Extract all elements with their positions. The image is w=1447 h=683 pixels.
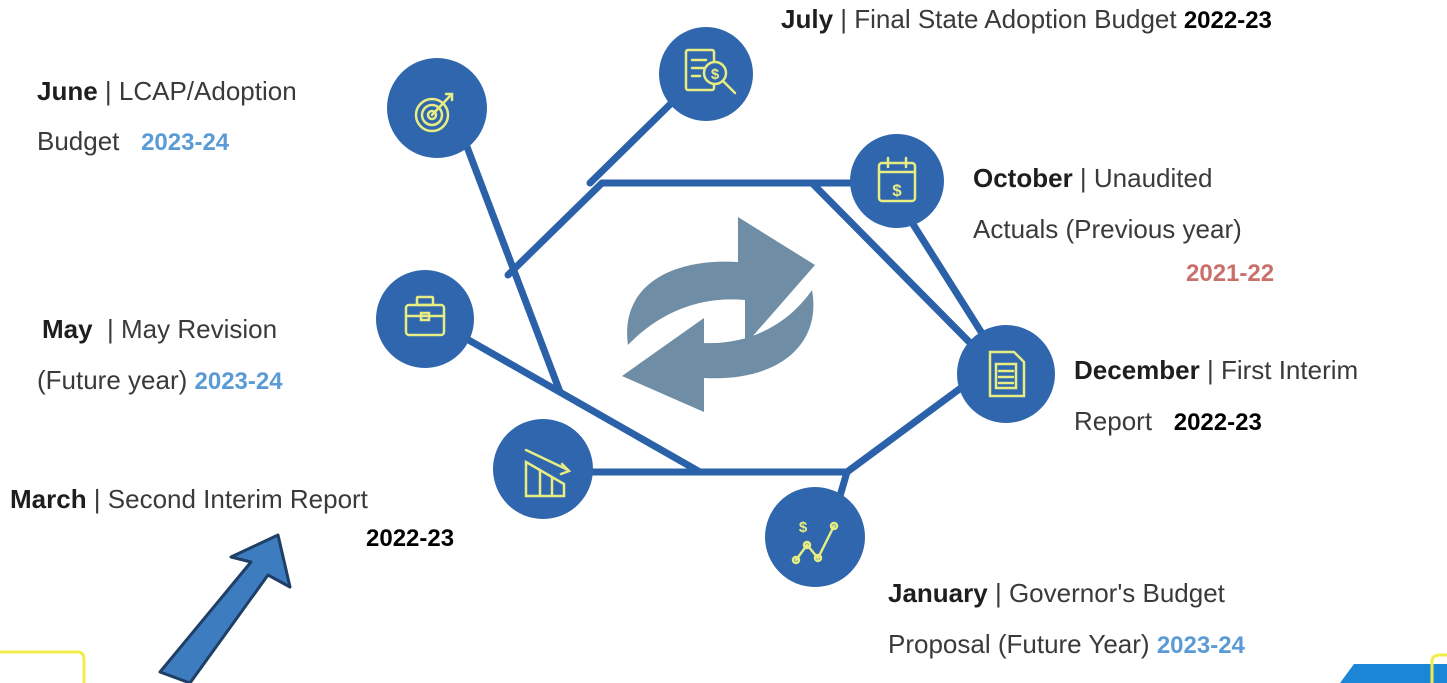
month-october: October	[973, 163, 1073, 193]
node-july: $	[659, 27, 753, 121]
year-march: 2022-23	[366, 525, 455, 553]
label-march: March | Second Interim Report 2022-23	[10, 484, 454, 554]
document-magnifier-dollar-icon	[684, 48, 737, 95]
label-october: October | Unaudited Actuals (Previous ye…	[973, 163, 1274, 289]
pointer-arrow	[158, 533, 292, 683]
year-may: 2023-24	[194, 368, 283, 396]
year-july: 2022-23	[1183, 7, 1272, 34]
desc-june: LCAP/Adoption	[118, 76, 297, 106]
node-may	[376, 270, 474, 368]
svg-text:$: $	[711, 66, 720, 83]
briefcase-icon	[404, 295, 446, 337]
svg-text:$: $	[799, 519, 808, 536]
month-december: December	[1074, 355, 1200, 385]
svg-text:$: $	[892, 181, 902, 200]
node-october: $	[850, 134, 944, 228]
desc-march: Second Interim Report	[107, 484, 368, 514]
desc-december: First Interim	[1220, 355, 1359, 385]
corner-decoration-right	[1340, 664, 1447, 683]
node-january: $	[765, 487, 865, 587]
refresh-cycle-icon	[622, 217, 815, 412]
year-october: 2021-22	[1186, 260, 1275, 288]
month-march: March	[10, 484, 87, 514]
separator: |	[97, 76, 119, 106]
declining-chart-icon	[524, 448, 572, 498]
desc-may-2: (Future year)	[37, 365, 188, 396]
label-june: June | LCAP/Adoption Budget 2023-24	[37, 76, 297, 158]
separator: |	[1199, 355, 1221, 385]
desc-june-2: Budget	[37, 126, 120, 157]
separator: |	[92, 314, 122, 344]
corner-decoration-left	[0, 650, 86, 683]
separator: |	[987, 578, 1009, 608]
node-december	[957, 325, 1055, 423]
separator: |	[1072, 163, 1094, 193]
desc-october-2: Actuals (Previous year)	[973, 214, 1242, 245]
node-june	[387, 58, 487, 158]
desc-may: May Revision	[121, 314, 278, 344]
document-lines-icon	[988, 350, 1026, 398]
month-january: January	[888, 578, 988, 608]
month-may: May	[42, 314, 93, 344]
month-june: June	[37, 76, 98, 106]
label-january: January | Governor's Budget Proposal (Fu…	[888, 578, 1245, 661]
node-march	[493, 419, 593, 519]
year-december: 2022-23	[1173, 409, 1262, 437]
separator: |	[86, 484, 108, 514]
desc-january-2: Proposal (Future Year)	[888, 629, 1150, 660]
label-may: May | May Revision (Future year) 2023-24	[37, 314, 283, 397]
year-january: 2023-24	[1156, 632, 1245, 660]
desc-december-2: Report	[1074, 406, 1153, 437]
target-dart-icon	[414, 92, 454, 133]
separator: |	[833, 4, 855, 34]
corner-decoration-right-outline	[1430, 653, 1447, 683]
label-december: December | First Interim Report 2022-23	[1074, 355, 1358, 438]
year-june: 2023-24	[141, 129, 230, 157]
calendar-dollar-icon	[877, 156, 917, 203]
dollar-trend-icon	[791, 521, 839, 565]
desc-october: Unaudited	[1093, 163, 1213, 193]
label-july: July | Final State Adoption Budget 2022-…	[781, 4, 1272, 36]
month-july: July	[781, 4, 834, 34]
desc-january: Governor's Budget	[1008, 578, 1225, 608]
desc-july: Final State Adoption Budget	[854, 4, 1177, 34]
